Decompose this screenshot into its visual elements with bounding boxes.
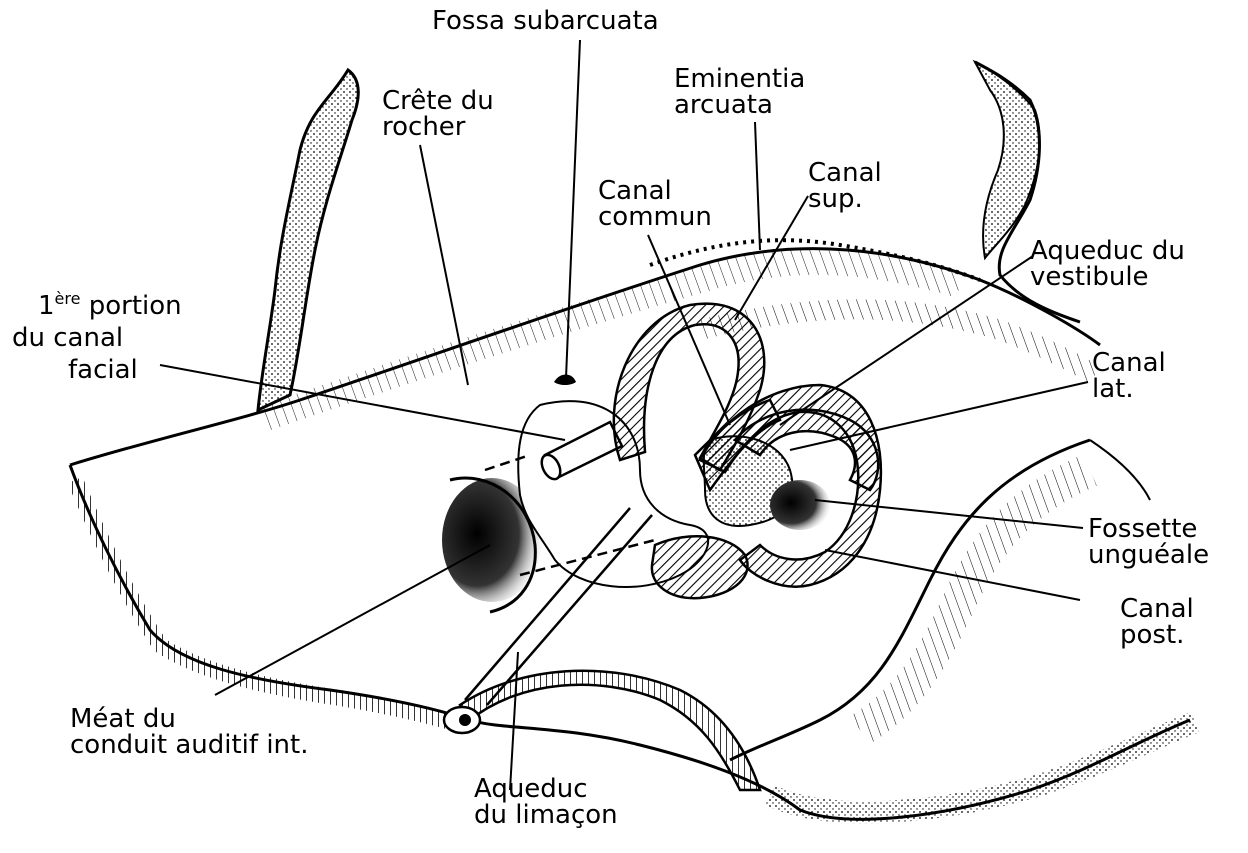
label-canal-sup: Canal sup. (808, 160, 882, 212)
label-meat-conduit-auditif: Méat du conduit auditif int. (70, 706, 308, 758)
label-aqueduc-du-vestibule: Aqueduc du vestibule (1030, 238, 1185, 290)
label-canal-post: Canal post. (1120, 596, 1194, 648)
label-aqueduc-du-limacon: Aqueduc du limaçon (474, 776, 618, 828)
fossette-pit (770, 480, 830, 530)
label-fossette-ungueale: Fossette unguéale (1088, 516, 1209, 568)
right-bone-wall-fill (975, 62, 1040, 258)
label-eminentia-arcuata: Eminentia arcuata (674, 66, 805, 118)
label-crete-du-rocher: Crête du rocher (382, 88, 494, 140)
ampulla-block (652, 536, 748, 598)
label-premiere-portion-canal-facial: 1ère portion du canal facial (12, 290, 182, 386)
label-canal-commun: Canal commun (598, 178, 712, 230)
left-bone-wall (258, 70, 358, 410)
label-fossa-subarcuata: Fossa subarcuata (432, 8, 659, 34)
crest-ridge (260, 262, 960, 420)
subarcuate-fossa-mark (554, 375, 576, 386)
label-canal-lat: Canal lat. (1092, 350, 1166, 402)
lower-arch (460, 671, 760, 790)
